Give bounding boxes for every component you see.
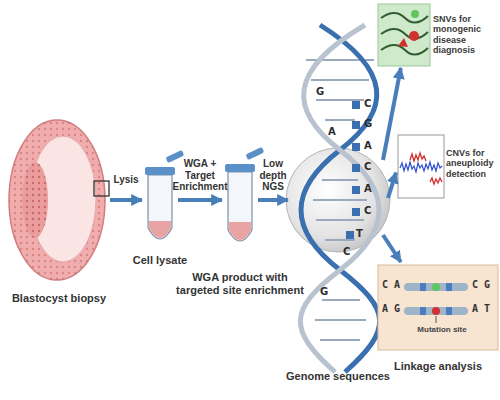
diagram-node: Blastocyst biopsy <box>8 112 110 288</box>
flow-arrow <box>178 198 222 202</box>
base-letter: C <box>364 98 371 109</box>
flow-arrow <box>258 198 288 202</box>
flow-arrow <box>110 198 142 202</box>
edge-label: WGA + Target Enrichment <box>172 158 228 193</box>
sequence-pair: C G <box>472 279 498 291</box>
edge-label: Low depth NGS <box>250 158 296 193</box>
flow-arrow <box>388 173 396 198</box>
flow-arrow <box>383 235 401 262</box>
base-letter: A <box>364 183 372 194</box>
diagram-node: Genome sequences <box>288 150 388 250</box>
snv-panel <box>378 4 430 66</box>
diagram-node: CNVs for aneuploidy detection <box>396 132 500 202</box>
mutation-label: Mutation site <box>406 325 478 334</box>
diagram-node: SNVs for monogenic disease diagnosis <box>376 2 500 68</box>
diagram-node: Cell lysate <box>142 158 178 242</box>
base-letter: C <box>364 205 371 216</box>
node-label: Blastocyst biopsy <box>0 292 120 305</box>
node-label: WGA product with targeted site enrichmen… <box>170 271 310 296</box>
panel-caption: SNVs for monogenic disease diagnosis <box>433 14 499 55</box>
base-letter: G <box>316 86 324 97</box>
tube-drawing <box>225 147 264 241</box>
base-letter: A <box>364 140 372 151</box>
base-letter: C <box>343 246 350 257</box>
node-label: Linkage analysis <box>380 360 496 373</box>
base-letter: C <box>364 161 371 172</box>
node-label: Genome sequences <box>278 370 398 383</box>
diagram-node: C AC GA GA TMutation siteLinkage analysi… <box>376 262 500 354</box>
sequence-pair: C A <box>382 279 408 291</box>
linkage-panel <box>378 265 498 350</box>
panel-caption: CNVs for aneuploidy detection <box>446 148 500 179</box>
sequence-pair: A G <box>382 303 408 315</box>
flow-arrow <box>383 68 401 160</box>
diagram-node: WGA product with targeted site enrichmen… <box>222 155 258 245</box>
base-letter: G <box>364 118 372 129</box>
node-label: Cell lysate <box>120 254 200 267</box>
blastocyst-drawing <box>9 120 109 280</box>
base-letter: T <box>356 228 363 239</box>
edge-label: Lysis <box>106 174 146 186</box>
cnv-panel <box>398 135 444 198</box>
base-letter: G <box>320 286 328 297</box>
tube-drawing <box>145 150 184 239</box>
sequence-pair: A T <box>472 303 498 315</box>
dna-helix <box>286 25 390 372</box>
base-letter: A <box>328 126 336 137</box>
